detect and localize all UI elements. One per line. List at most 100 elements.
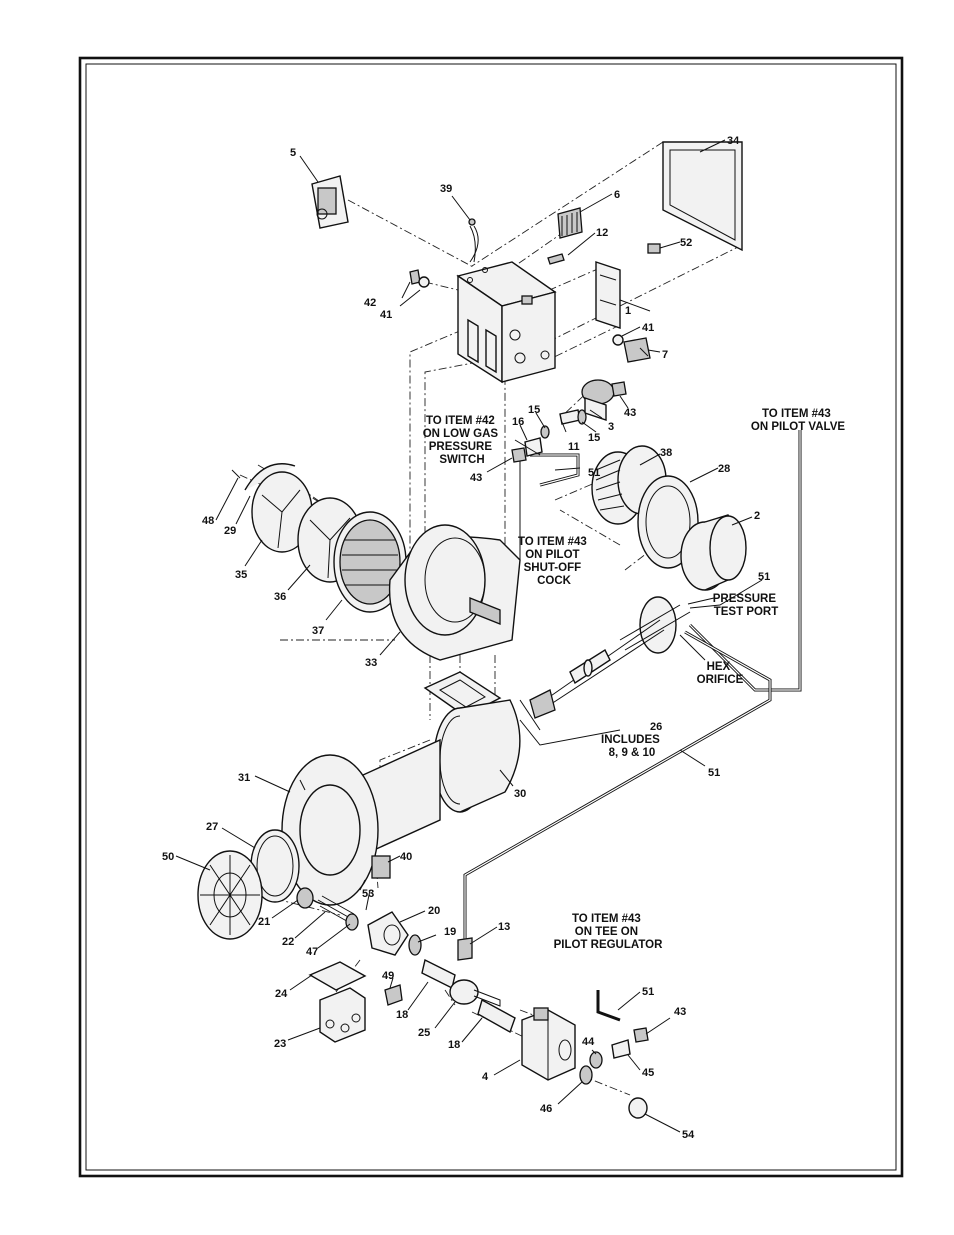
transformer: [557, 207, 583, 239]
pilot-valve-note: TO ITEM #43 ON PILOT VALVE: [751, 408, 845, 433]
combustion-head: [197, 850, 263, 940]
part-label: 18: [396, 1009, 408, 1021]
part-label: 53: [362, 888, 374, 900]
part-label: 51: [708, 767, 720, 779]
part-label: 29: [224, 525, 236, 537]
pilot-tubing: [463, 430, 802, 1022]
inner-border: [85, 63, 897, 1171]
pressure-test-port-note: PRESSURE TEST PORT: [713, 593, 779, 618]
part-label: 25: [418, 1027, 430, 1039]
fitting-43: [611, 381, 627, 397]
part-label: 39: [440, 183, 452, 195]
pilot-regulator-fittings: [579, 1027, 649, 1119]
manual-shutoff-valve: [449, 979, 501, 1007]
pilot-regulator-note: TO ITEM #43 ON TEE ON PILOT REGULATOR: [554, 913, 664, 951]
part-label: 24: [275, 988, 288, 1000]
gas-nipples: [408, 934, 516, 1034]
part-label: 31: [238, 772, 250, 784]
part-label: 23: [274, 1038, 286, 1050]
nozzle-spring: [296, 887, 359, 931]
part-label: 21: [258, 916, 270, 928]
low-gas-switch-note: TO ITEM #42 ON LOW GAS PRESSURE SWITCH: [423, 415, 502, 466]
part-label: 44: [582, 1036, 595, 1048]
part-label: 34: [727, 135, 740, 147]
part-label: 13: [498, 921, 510, 933]
leader-lines: [175, 139, 763, 1133]
part-label: 51: [758, 571, 770, 583]
blast-tube: [281, 738, 441, 906]
part-label: 43: [674, 1006, 686, 1018]
part-label: 15: [528, 404, 540, 416]
part-label: 3: [608, 421, 614, 433]
control-box: [456, 261, 557, 384]
conduit-clip: [384, 984, 403, 1006]
pilot-fittings: [511, 409, 587, 463]
callout-notes: TO ITEM #42 ON LOW GAS PRESSURE SWITCH T…: [423, 408, 846, 951]
part-label: 41: [642, 322, 654, 334]
part-label: 49: [382, 970, 394, 982]
part-label: 11: [568, 441, 580, 453]
part-label: 54: [682, 1129, 695, 1141]
part-label: 5: [290, 147, 296, 159]
part-label: 35: [235, 569, 247, 581]
part-label: 48: [202, 515, 214, 527]
part-label: 43: [624, 407, 636, 419]
limit-switch: [623, 337, 651, 363]
part-label: 22: [282, 936, 294, 948]
outer-border: [78, 56, 904, 1178]
blower-housing: [388, 524, 521, 661]
small-switch: [647, 243, 661, 254]
washer-right: [612, 334, 624, 346]
part-number-labels: 1 2 3 4 5 6 7 11 12 13 15 15 16 18 18 19…: [162, 135, 770, 1141]
part-label: 7: [662, 349, 668, 361]
coupling: [371, 855, 391, 879]
access-panel: [662, 141, 743, 252]
gas-manifold-assembly: [529, 596, 691, 719]
mounting-bracket: [595, 261, 621, 329]
part-label: 40: [400, 851, 412, 863]
pilot-valve: [581, 379, 615, 421]
junction-box-cover: [308, 961, 367, 991]
part-label: 51: [642, 986, 654, 998]
wire-lead: [468, 218, 479, 263]
part-label: 19: [444, 926, 456, 938]
part-label: 30: [514, 788, 526, 800]
part-label: 45: [642, 1067, 654, 1079]
main-gas-valve: [521, 1007, 576, 1081]
part-label: 38: [660, 447, 672, 459]
union-fitting: [457, 937, 473, 961]
hex-orifice-note: HEX ORIFICE: [697, 661, 744, 686]
part-label: 47: [306, 946, 318, 958]
part-label: 26: [650, 721, 662, 733]
part-label: 50: [162, 851, 174, 863]
part-label: 43: [470, 472, 482, 484]
part-label: 46: [540, 1103, 552, 1115]
part-label: 28: [718, 463, 730, 475]
washer: [418, 276, 430, 288]
part-label: 20: [428, 905, 440, 917]
part-label: 27: [206, 821, 218, 833]
part-label: 16: [512, 416, 524, 428]
air-shutter-assembly: [231, 463, 407, 613]
blower-wheel: [591, 445, 667, 525]
part-label: 36: [274, 591, 286, 603]
part-label: 15: [588, 432, 600, 444]
part-label: 12: [596, 227, 608, 239]
part-label: 51: [588, 467, 600, 479]
relay-module: [311, 175, 349, 229]
part-label: 52: [680, 237, 692, 249]
part-label: 41: [380, 309, 392, 321]
includes-note: INCLUDES 8, 9 & 10: [601, 734, 663, 759]
pilot-shutoff-note: TO ITEM #43 ON PILOT SHUT-OFF COCK: [518, 536, 590, 587]
part-label: 4: [482, 1071, 489, 1083]
air-tube-connector: [433, 699, 521, 813]
part-label: 33: [365, 657, 377, 669]
screw: [547, 253, 565, 265]
part-label: 18: [448, 1039, 460, 1051]
blower-motor: [680, 514, 747, 591]
part-label: 37: [312, 625, 324, 637]
part-label: 2: [754, 510, 760, 522]
part-label: 42: [364, 297, 376, 309]
part-label: 6: [614, 189, 620, 201]
